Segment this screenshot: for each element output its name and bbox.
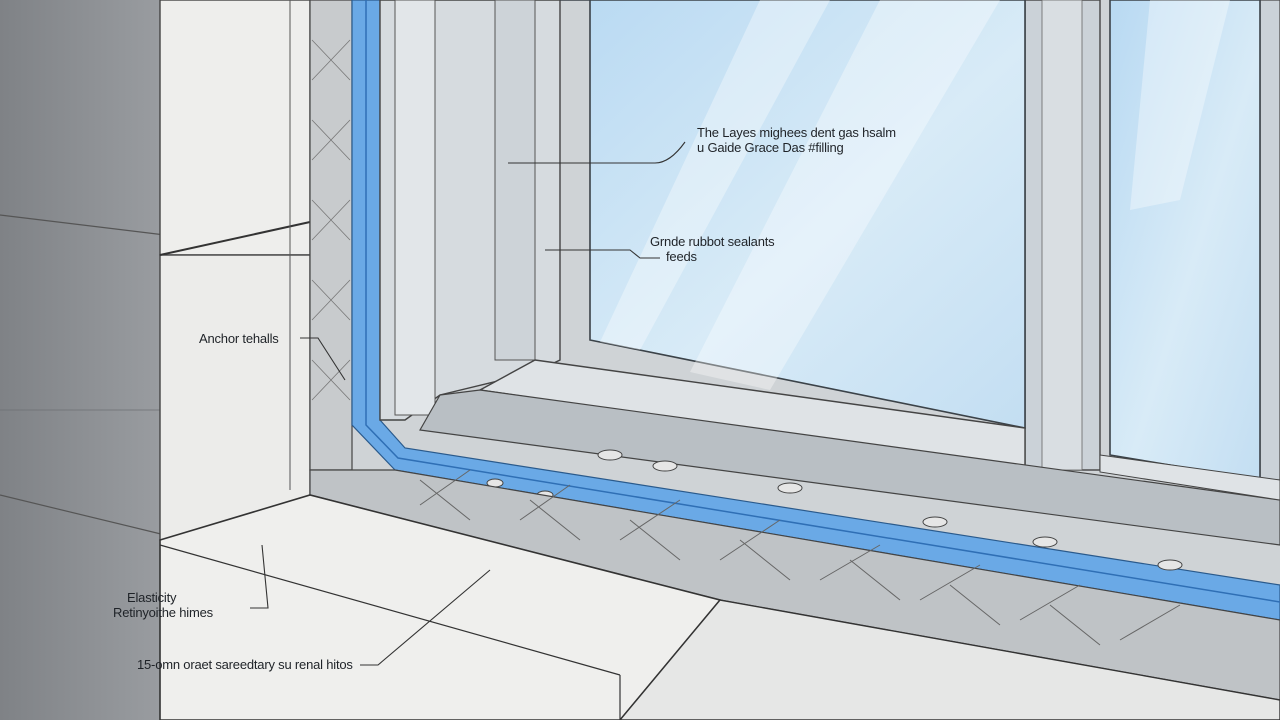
- leader-lines: [250, 141, 686, 666]
- callout-gas-filling: The Layes mighees dent gas hsalm u Gaide…: [697, 125, 896, 155]
- callout-gas-filling-line2: u Gaide Grace Das #filling: [697, 140, 844, 155]
- window-frame: [379, 0, 1280, 481]
- glass-panes: [560, 0, 1261, 481]
- callout-elasticity-line2: Retinyoithe himes: [113, 605, 213, 620]
- callout-gas-filling-line1: The Layes mighees dent gas hsalm: [697, 125, 896, 140]
- callout-elasticity: Elasticity Retinyoithe himes: [113, 590, 213, 620]
- callout-elasticity-line1: Elasticity: [127, 590, 177, 605]
- insulation-strip: [309, 0, 353, 471]
- callout-sealant-15mm: 15-omn oraet sareedtary su renal hitos: [137, 657, 353, 672]
- callout-rubber-sealants: Grnde rubbot sealants feeds: [650, 234, 775, 264]
- callout-anchor-line1: Anchor tehalls: [199, 331, 279, 346]
- sill-frame: [419, 359, 1280, 546]
- callout-rubber-sealants-line2: feeds: [666, 249, 697, 264]
- callout-sealant-15mm-line1: 15-omn oraet sareedtary su renal hitos: [137, 657, 353, 672]
- callout-rubber-sealants-line1: Grnde rubbot sealants: [650, 234, 775, 249]
- callout-anchor: Anchor tehalls: [199, 331, 279, 346]
- concrete-reveal: [159, 0, 311, 541]
- concrete-sill: [159, 494, 1280, 720]
- outer-wall: [0, 0, 166, 720]
